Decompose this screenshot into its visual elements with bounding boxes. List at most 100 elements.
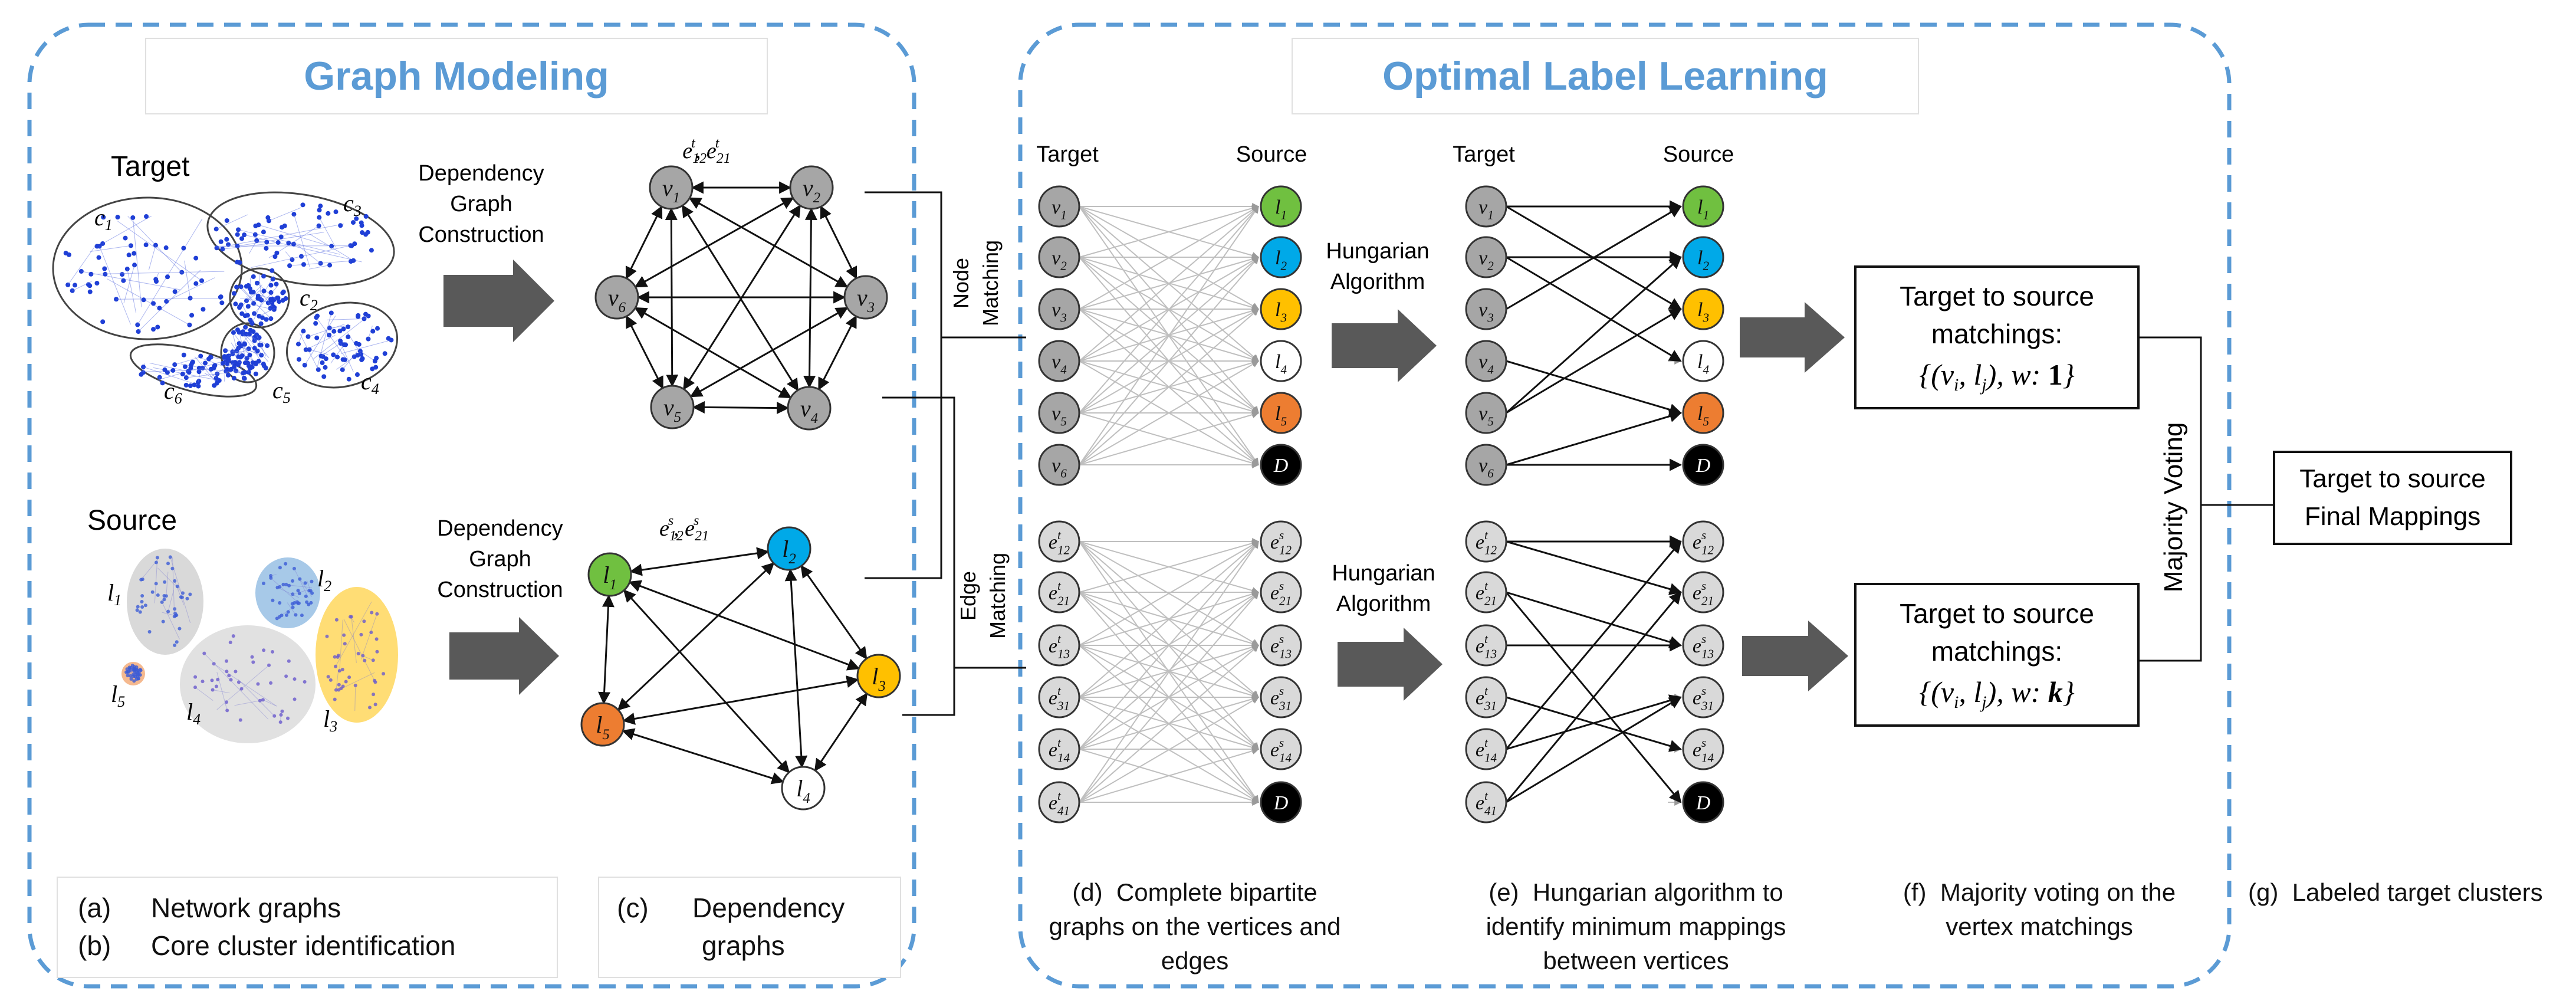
node-v4: v4 bbox=[787, 386, 832, 431]
caption-box-c bbox=[598, 877, 901, 978]
complete-bipartite-edges bbox=[1079, 203, 1260, 806]
svg-text:v4: v4 bbox=[1052, 351, 1067, 377]
svg-text:l1: l1 bbox=[1275, 196, 1287, 222]
node-D: D bbox=[1260, 781, 1302, 823]
svg-text:Edge: Edge bbox=[956, 571, 980, 621]
svg-text:Algorithm: Algorithm bbox=[1336, 592, 1431, 616]
hungarian-matching-edges bbox=[1505, 200, 1683, 803]
svg-text:e14t: e14t bbox=[1476, 736, 1497, 765]
svg-text:Dependency: Dependency bbox=[437, 516, 563, 541]
svg-text:v3: v3 bbox=[1052, 299, 1067, 325]
optimal-label-learning-title: Optimal Label Learning bbox=[1292, 38, 1919, 114]
svg-text:D: D bbox=[1696, 455, 1711, 477]
svg-text:l1: l1 bbox=[603, 562, 617, 593]
svg-text:e12t: e12t bbox=[1049, 528, 1070, 557]
svg-text:D: D bbox=[1273, 792, 1289, 814]
node-e13s: e13s bbox=[1260, 624, 1302, 667]
hungarian-result-graph: v1v2v3v4v5v6l1l2l3l4l5De12te21te13te31te… bbox=[1465, 185, 1724, 823]
svg-text:Target to source: Target to source bbox=[2299, 464, 2486, 493]
node-l3: l3 bbox=[856, 654, 901, 698]
svg-text:Target to source: Target to source bbox=[1900, 281, 2094, 311]
edge-matching-label: Edge Matching bbox=[956, 553, 1010, 639]
node-v2: v2 bbox=[1465, 236, 1507, 278]
node-e41t: e41t bbox=[1038, 781, 1080, 823]
svg-text:e41t: e41t bbox=[1049, 789, 1070, 818]
svg-text:e14s: e14s bbox=[1270, 736, 1292, 765]
node-e21s: e21s bbox=[1682, 571, 1724, 613]
node-v6: v6 bbox=[594, 275, 639, 320]
node-e31s: e31s bbox=[1260, 676, 1302, 718]
majority-voting-label: Majority Voting bbox=[2159, 422, 2188, 593]
caption-f: (f) Majority voting on the vertex matchi… bbox=[1903, 878, 2176, 940]
svg-text:v3: v3 bbox=[857, 284, 875, 316]
node-matching-label: Node Matching bbox=[949, 240, 1003, 326]
svg-text:Matching: Matching bbox=[985, 553, 1010, 639]
dependency-text-bottom: Dependency Graph Construction bbox=[437, 516, 563, 602]
svg-text:Graph: Graph bbox=[469, 547, 531, 572]
node-l3: l3 bbox=[1682, 288, 1724, 330]
svg-text:v6: v6 bbox=[608, 284, 626, 316]
matchings-box-bottom: Target to source matchings: {(vi, lj), w… bbox=[1854, 583, 2140, 727]
svg-text:l2: l2 bbox=[1697, 247, 1709, 273]
final-mappings-box: Target to source Final Mappings bbox=[2273, 451, 2512, 545]
target-edge-label: e12t, e21t bbox=[682, 136, 730, 166]
node-v6: v6 bbox=[1038, 444, 1080, 486]
bipartite-source-header: Source bbox=[1236, 142, 1307, 167]
node-l2: l2 bbox=[1260, 236, 1302, 278]
node-l3: l3 bbox=[1260, 288, 1302, 330]
svg-text:e12t: e12t bbox=[1476, 528, 1497, 557]
svg-text:v1: v1 bbox=[1052, 196, 1067, 222]
svg-text:l1: l1 bbox=[1697, 196, 1709, 222]
svg-text:e21t: e21t bbox=[1476, 579, 1497, 608]
node-D: D bbox=[1682, 781, 1724, 823]
target-dependency-edges bbox=[625, 181, 857, 415]
node-l4: l4 bbox=[1682, 340, 1724, 382]
svg-text:v3: v3 bbox=[1478, 299, 1494, 325]
svg-text:v4: v4 bbox=[800, 395, 818, 426]
svg-text:Target to source: Target to source bbox=[1900, 598, 2094, 629]
caption-c: (c)Dependency bbox=[617, 893, 845, 923]
caption-c-line2: graphs bbox=[702, 930, 785, 961]
node-v5: v5 bbox=[1465, 392, 1507, 434]
node-e14s: e14s bbox=[1682, 728, 1724, 770]
node-e14t: e14t bbox=[1465, 728, 1507, 770]
node-v5: v5 bbox=[650, 385, 695, 429]
caption-d: (d) Complete bipartite graphs on the ver… bbox=[1049, 878, 1341, 975]
node-v1: v1 bbox=[1465, 185, 1507, 228]
hungarian-gray-edges bbox=[1668, 203, 1682, 806]
node-l5: l5 bbox=[1260, 392, 1302, 434]
cluster-label-c3: c3 bbox=[343, 190, 362, 219]
svg-text:matchings:: matchings: bbox=[1931, 636, 2062, 667]
node-l1: l1 bbox=[587, 552, 632, 597]
cluster-label-c4: c4 bbox=[361, 368, 379, 398]
svg-text:l2: l2 bbox=[1275, 247, 1287, 273]
dependency-arrow-top bbox=[443, 260, 554, 342]
node-v6: v6 bbox=[1465, 444, 1507, 486]
svg-text:e21s: e21s bbox=[1693, 579, 1714, 608]
svg-text:Node: Node bbox=[949, 258, 973, 309]
svg-text:e21t: e21t bbox=[1049, 579, 1070, 608]
node-D: D bbox=[1260, 444, 1302, 486]
svg-text:v5: v5 bbox=[663, 394, 681, 425]
svg-text:e41t: e41t bbox=[1476, 789, 1497, 818]
source-edge-label: e12s, e21s bbox=[659, 513, 709, 544]
svg-text:e31t: e31t bbox=[1049, 684, 1070, 713]
target-cluster-labels: c1 c2 c3 c4 c5 c6 bbox=[94, 190, 379, 407]
caption-g: (g) Labeled target clusters bbox=[2248, 878, 2543, 906]
svg-text:v6: v6 bbox=[1052, 455, 1067, 481]
target-label: Target bbox=[111, 151, 189, 182]
node-v2: v2 bbox=[1038, 236, 1080, 278]
svg-text:e14s: e14s bbox=[1693, 736, 1714, 765]
hungarian-arrow-bottom bbox=[1338, 628, 1443, 701]
matching-connectors bbox=[865, 191, 1026, 716]
svg-text:Matching: Matching bbox=[978, 240, 1003, 326]
node-v2: v2 bbox=[789, 165, 834, 210]
node-e21s: e21s bbox=[1260, 571, 1302, 613]
majority-voting-bracket bbox=[2138, 336, 2274, 662]
node-e13s: e13s bbox=[1682, 624, 1724, 667]
svg-text:e13s: e13s bbox=[1693, 632, 1714, 661]
node-e21t: e21t bbox=[1465, 571, 1507, 613]
svg-text:v1: v1 bbox=[1478, 196, 1494, 222]
hungarian-target-header: Target bbox=[1453, 142, 1515, 167]
